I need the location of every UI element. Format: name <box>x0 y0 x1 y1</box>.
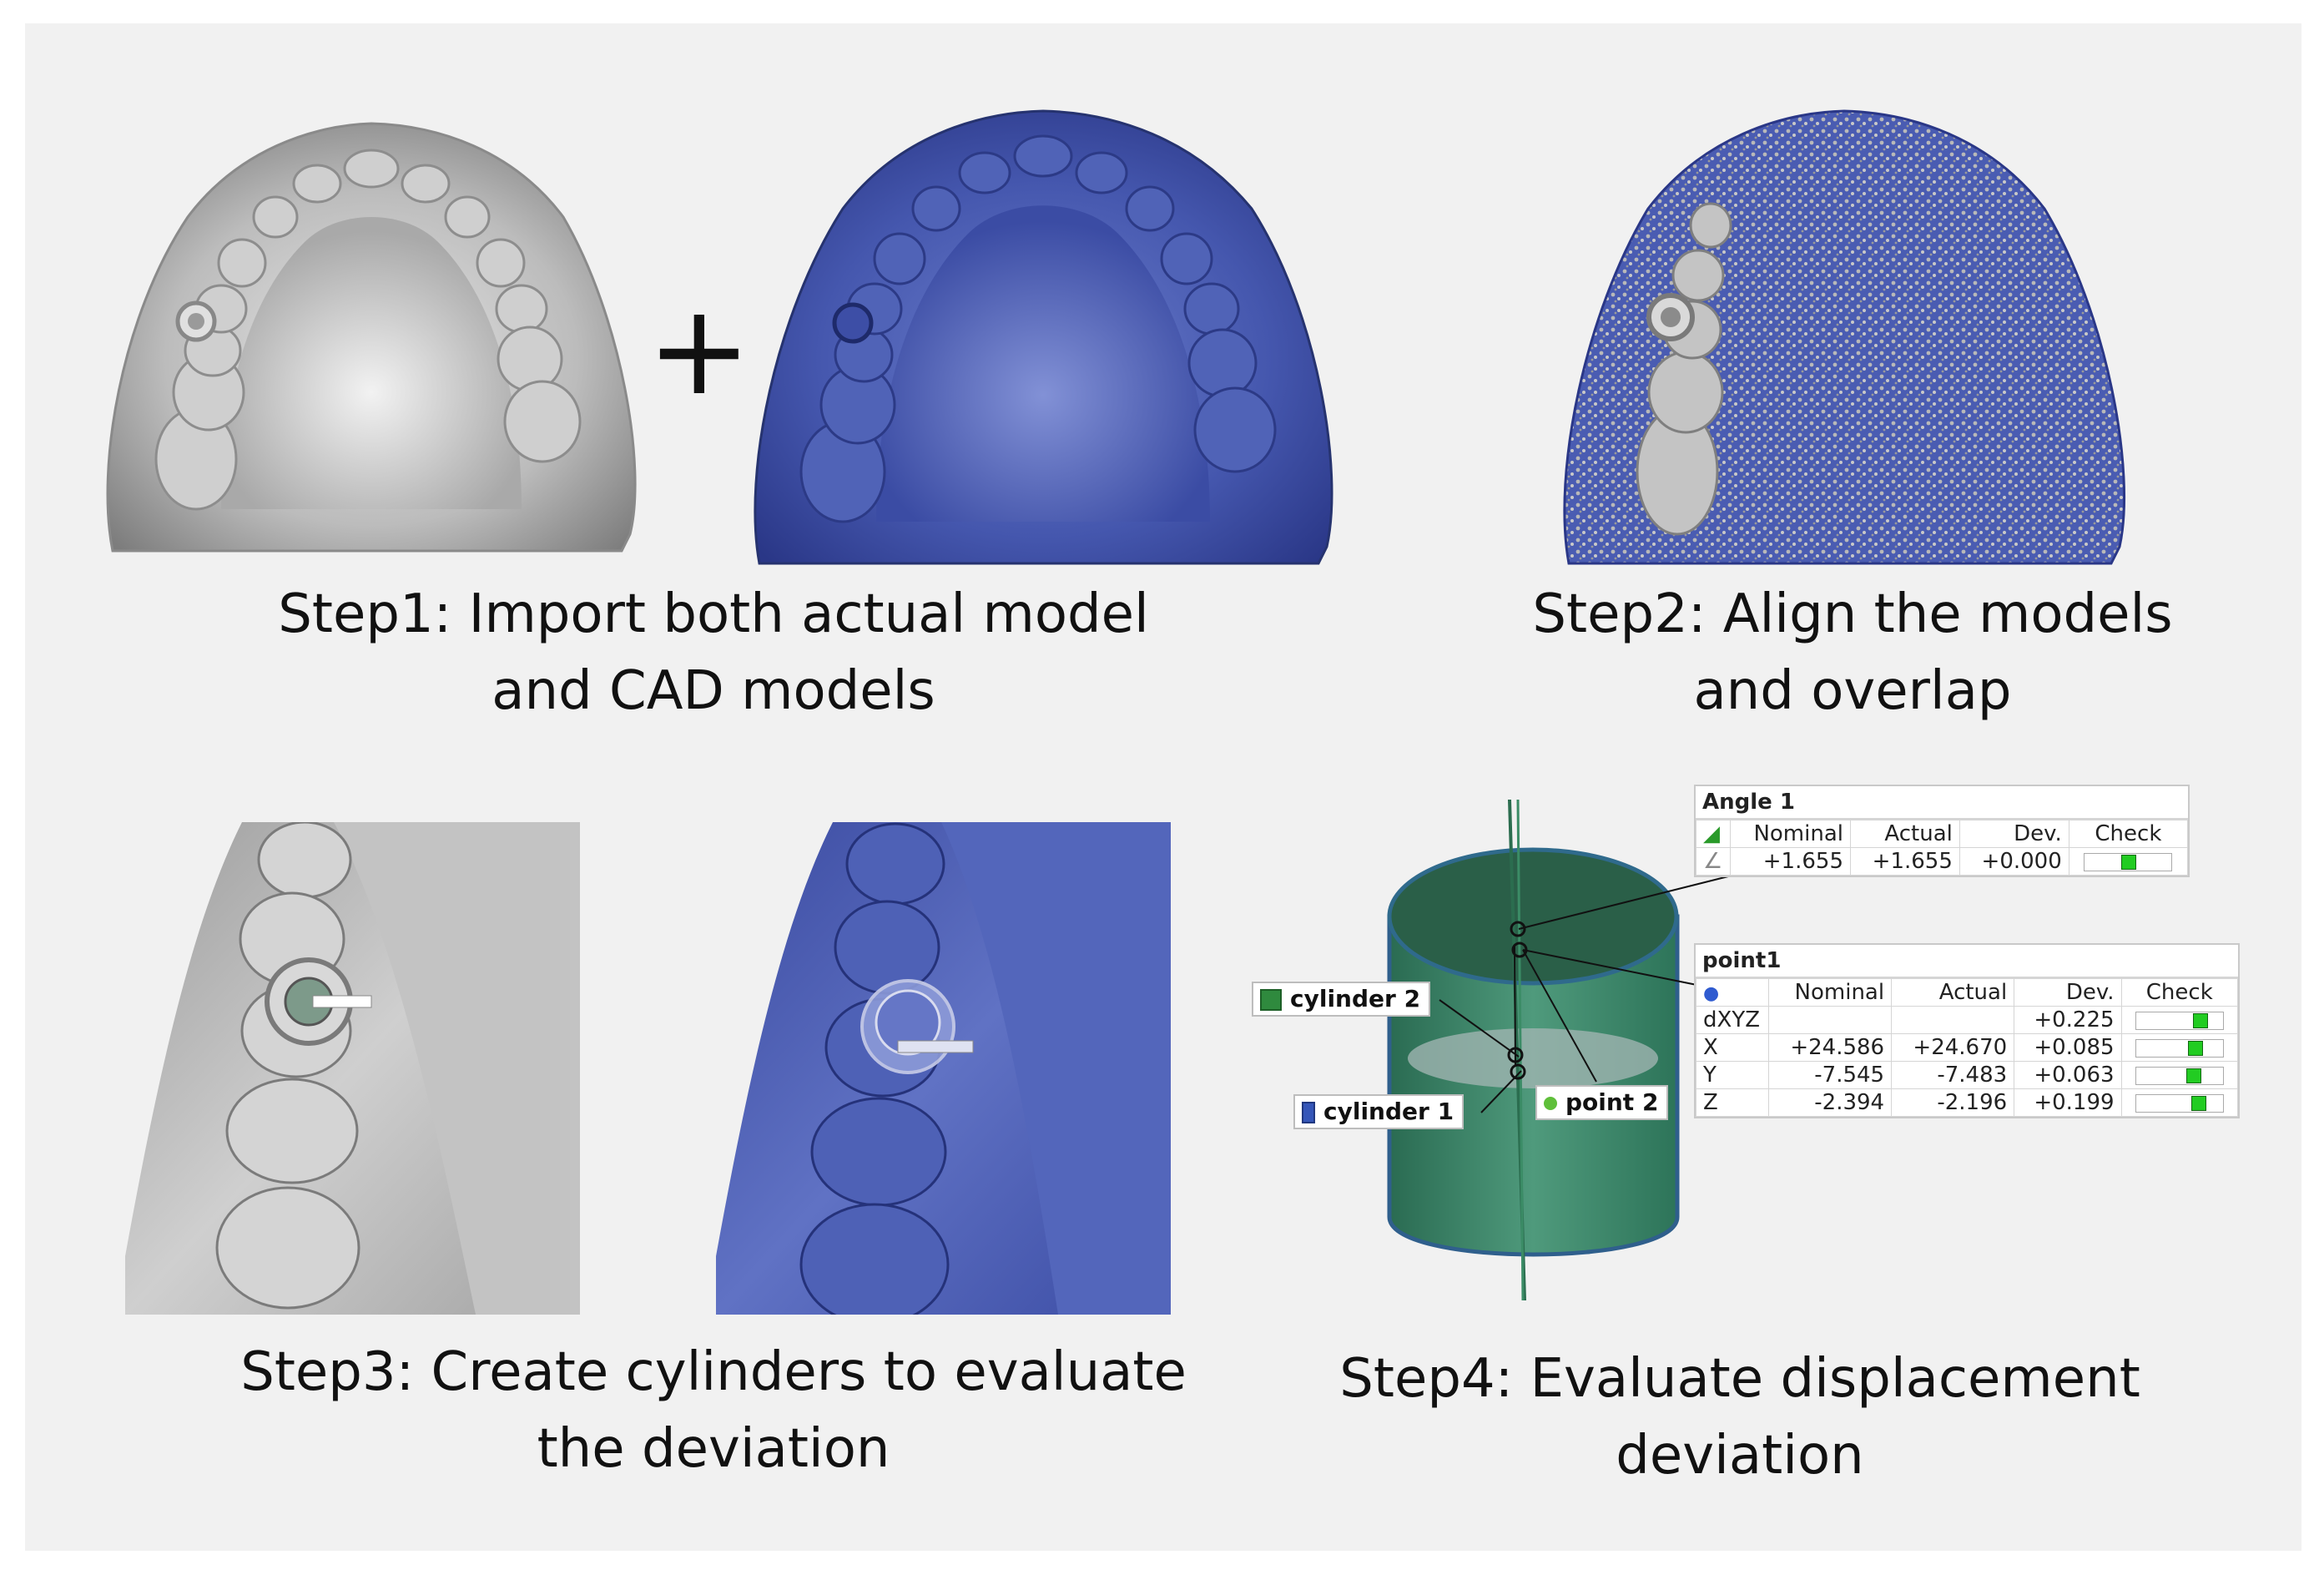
aligned-overlap-image <box>1563 109 2126 565</box>
point-icon <box>1544 1097 1557 1110</box>
cell-actual: -2.196 <box>1891 1088 2015 1117</box>
cell-actual: +1.655 <box>1849 847 1960 876</box>
step3-caption-line2: the deviation <box>537 1418 890 1480</box>
point1-table-title: point1 <box>1696 945 2238 978</box>
row-label: Z <box>1696 1088 1769 1117</box>
cylinder-2-text: cylinder 2 <box>1290 985 1421 1012</box>
col-header: Nominal <box>1767 978 1893 1007</box>
cell-nominal <box>1767 1006 1893 1034</box>
cell-dev: +0.063 <box>2014 1061 2122 1089</box>
check-indicator <box>2135 1066 2224 1085</box>
angle-table: Angle 1 ◢ Nominal Actual Dev. Check ∠ +1… <box>1694 785 2190 877</box>
row-label: dXYZ <box>1696 1006 1769 1034</box>
col-header: Dev. <box>1959 820 2069 848</box>
table-row: Z -2.394 -2.196 +0.199 <box>1696 1088 2239 1117</box>
step1-caption-line1: Step1: Import both actual model <box>278 583 1149 645</box>
point-dot-icon: ● <box>1696 978 1769 1007</box>
step1-caption-line2: and CAD models <box>492 660 935 722</box>
actual-closeup-image <box>125 822 580 1315</box>
col-header: Check <box>2120 978 2239 1007</box>
point-2-text: point 2 <box>1565 1088 1659 1116</box>
step4-caption: Step4: Evaluate displacement deviation <box>1218 1340 2261 1494</box>
check-indicator <box>2135 1093 2224 1113</box>
table-row: dXYZ +0.225 <box>1696 1006 2239 1034</box>
actual-model-image <box>106 122 637 553</box>
cell-nominal: -7.545 <box>1767 1061 1893 1089</box>
cylinder-1-text: cylinder 1 <box>1323 1098 1454 1125</box>
cad-closeup-image <box>716 822 1171 1315</box>
col-header: Dev. <box>2014 978 2122 1007</box>
check-cell <box>2120 1061 2239 1089</box>
table-row: Y -7.545 -7.483 +0.063 <box>1696 1061 2239 1089</box>
cylinder-icon <box>1302 1102 1315 1123</box>
step3-caption-line1: Step3: Create cylinders to evaluate <box>240 1341 1187 1403</box>
col-header: Actual <box>1849 820 1960 848</box>
point-2-label: point 2 <box>1535 1085 1669 1120</box>
step4-caption-line: Step4: Evaluate displacement deviation <box>1339 1348 2140 1487</box>
cylinder-2-label: cylinder 2 <box>1252 982 1431 1017</box>
check-cell <box>2068 847 2189 876</box>
check-indicator <box>2135 1011 2224 1030</box>
check-cell <box>2120 1033 2239 1062</box>
cell-actual <box>1891 1006 2015 1034</box>
cell-dev: +0.000 <box>1959 847 2069 876</box>
step3-caption: Step3: Create cylinders to evaluate the … <box>184 1334 1243 1487</box>
cell-nominal: -2.394 <box>1767 1088 1893 1117</box>
check-indicator <box>2084 852 2173 871</box>
angle-symbol-icon: ∠ <box>1696 847 1731 876</box>
cell-nominal: +24.586 <box>1767 1033 1893 1062</box>
check-cell <box>2120 1006 2239 1034</box>
check-cell <box>2120 1088 2239 1117</box>
cell-dev: +0.199 <box>2014 1088 2122 1117</box>
cell-actual: -7.483 <box>1891 1061 2015 1089</box>
cylinder-icon <box>1260 989 1282 1011</box>
step2-caption-line1: Step2: Align the models <box>1532 583 2173 645</box>
cell-dev: +0.225 <box>2014 1006 2122 1034</box>
row-label: Y <box>1696 1061 1769 1089</box>
table-row: X +24.586 +24.670 +0.085 <box>1696 1033 2239 1062</box>
cell-actual: +24.670 <box>1891 1033 2015 1062</box>
table-header-row: ● Nominal Actual Dev. Check <box>1696 978 2239 1007</box>
step2-caption-line2: and overlap <box>1693 660 2012 722</box>
table-header-row: ◢ Nominal Actual Dev. Check <box>1696 820 2189 848</box>
cad-model-image <box>754 109 1333 565</box>
cell-dev: +0.085 <box>2014 1033 2122 1062</box>
cylinder-1-label: cylinder 1 <box>1293 1094 1464 1129</box>
check-indicator <box>2135 1038 2224 1058</box>
plus-sign: + <box>647 278 752 423</box>
step2-caption: Step2: Align the models and overlap <box>1494 576 2211 729</box>
cell-nominal: +1.655 <box>1730 847 1851 876</box>
angle-table-title: Angle 1 <box>1696 786 2188 820</box>
angle-icon: ◢ <box>1696 820 1731 848</box>
col-header: Actual <box>1891 978 2015 1007</box>
step1-caption: Step1: Import both actual model and CAD … <box>209 576 1218 729</box>
col-header: Check <box>2068 820 2189 848</box>
col-header: Nominal <box>1730 820 1851 848</box>
row-label: X <box>1696 1033 1769 1062</box>
point1-table: point1 ● Nominal Actual Dev. Check dXYZ … <box>1694 943 2240 1118</box>
table-row: ∠ +1.655 +1.655 +0.000 <box>1696 847 2189 876</box>
